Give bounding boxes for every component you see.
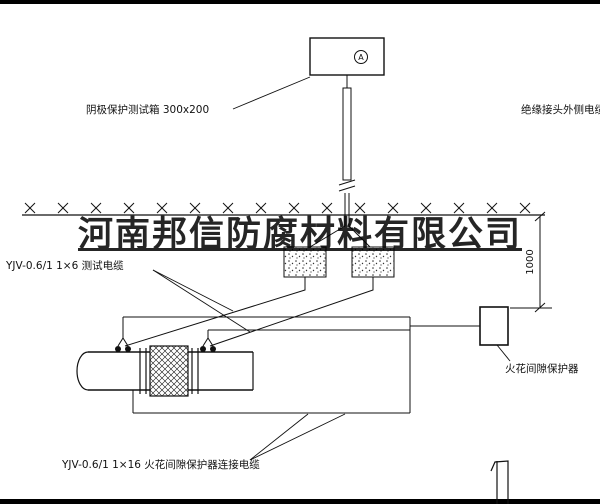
test-post-symbol	[490, 460, 509, 504]
test-box: A	[309, 37, 385, 76]
bottom-cable-label: YJV-0.6/1 1×16 火花间隙保护器连接电缆	[61, 458, 260, 471]
ammeter-circle	[354, 50, 368, 64]
insulating-joint	[149, 345, 189, 397]
frame-top-border	[0, 0, 600, 4]
bottom-cable-leader-2	[249, 413, 346, 461]
flange-right	[191, 348, 199, 394]
frame-bottom-border	[0, 499, 600, 504]
ammeter-label: A	[358, 53, 364, 62]
spark-gap-leader	[496, 344, 511, 362]
spark-gap-protector-box	[479, 306, 511, 362]
ground-line	[22, 202, 545, 216]
test-cable-label: YJV-0.6/1 1×6 测试电缆	[5, 259, 124, 272]
pipe-end-cap-left	[76, 351, 89, 391]
test-cables	[124, 277, 374, 347]
right-cable-label: 绝缘接头外侧电缆	[521, 103, 600, 116]
cable-bolts	[115, 346, 216, 352]
bottom-cable-leader-1	[249, 413, 309, 461]
spark-gap-label: 火花间隙保护器	[505, 362, 579, 375]
riser-cable	[338, 75, 356, 226]
test-cable-leader-2	[152, 269, 251, 333]
leader-lines	[152, 76, 346, 461]
pipe	[76, 345, 254, 397]
test-cable-leader-1	[152, 269, 234, 312]
flange-left	[139, 348, 147, 394]
concrete-block-left	[283, 246, 327, 278]
test-box-leader	[232, 76, 311, 110]
protector-wiring	[117, 316, 480, 414]
dimension-text: 1000	[525, 249, 536, 274]
test-box-label: 阴极保护测试箱 300x200	[86, 103, 209, 116]
watermark-text: 河南邦信防腐材料有限公司	[77, 215, 522, 255]
dimension-1000	[510, 211, 552, 313]
